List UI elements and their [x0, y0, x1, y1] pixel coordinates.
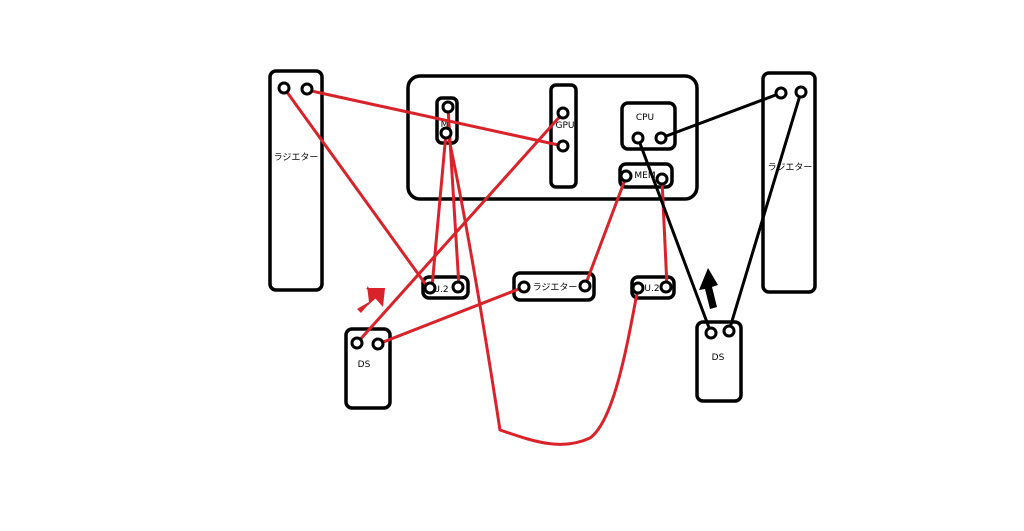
port [619, 169, 633, 183]
port [441, 100, 455, 114]
port [371, 337, 385, 351]
tube-rad-left-b-to-gpu-b [305, 88, 565, 148]
port [300, 82, 314, 96]
port [654, 131, 668, 145]
arrow-up-right-icon [357, 286, 385, 313]
tube-gpu-a-to-ds-left-a [355, 111, 565, 345]
tube-m2-b-to-u2-left-a [430, 131, 448, 289]
tube-cpu-a-to-ds-right-a [636, 136, 713, 335]
gpu-label: GPU [556, 121, 575, 131]
ports [277, 81, 808, 351]
port [517, 280, 531, 294]
radiator-right: ラジエター [761, 71, 817, 294]
port [556, 106, 570, 120]
port [794, 85, 808, 99]
tube-ds-left-b-to-radiator-center [376, 285, 526, 346]
radiator-center: ラジエター [512, 271, 596, 302]
port [774, 86, 788, 100]
port [439, 126, 453, 140]
tube-radiator-center-to-mem-a [583, 175, 628, 288]
port [722, 324, 736, 338]
port [423, 281, 437, 295]
port [578, 279, 592, 293]
u2-left-label: U.2 [433, 285, 448, 295]
tube-rad-right-b-to-ds-right-b [727, 90, 803, 333]
tube-m2-b-to-u2-right-a [446, 132, 640, 446]
red-loop [282, 86, 669, 446]
port [556, 139, 570, 153]
tube-mem-b-to-u2-right-b [660, 178, 669, 289]
mem-label: MEM [634, 171, 655, 181]
tube-cpu-b-to-rad-right-a [659, 91, 783, 140]
port [631, 131, 645, 145]
u2-right-label: U.2 [644, 284, 659, 294]
radiator-left: ラジエター [268, 69, 324, 292]
black-loop [636, 90, 803, 335]
port [350, 336, 364, 350]
port [704, 326, 718, 340]
ds-left-label: DS [358, 360, 371, 370]
port [655, 172, 669, 186]
radiator-right-label: ラジエター [768, 162, 813, 173]
port [659, 280, 673, 294]
port [631, 281, 645, 295]
ds-right-label: DS [712, 353, 725, 363]
port [451, 280, 465, 294]
m2-label: M. [441, 120, 452, 130]
arrow-up-icon [699, 268, 718, 309]
gpu-block: GPU [549, 83, 578, 189]
radiator-left-label: ラジエター [274, 152, 319, 163]
radiator-center-label: ラジエター [533, 282, 578, 293]
port [277, 81, 291, 95]
ds-right: DS [695, 320, 743, 403]
cpu-block: CPU [620, 101, 677, 151]
cpu-label: CPU [636, 113, 654, 123]
tube-rad-left-a-to-u2-left-a [282, 86, 431, 291]
